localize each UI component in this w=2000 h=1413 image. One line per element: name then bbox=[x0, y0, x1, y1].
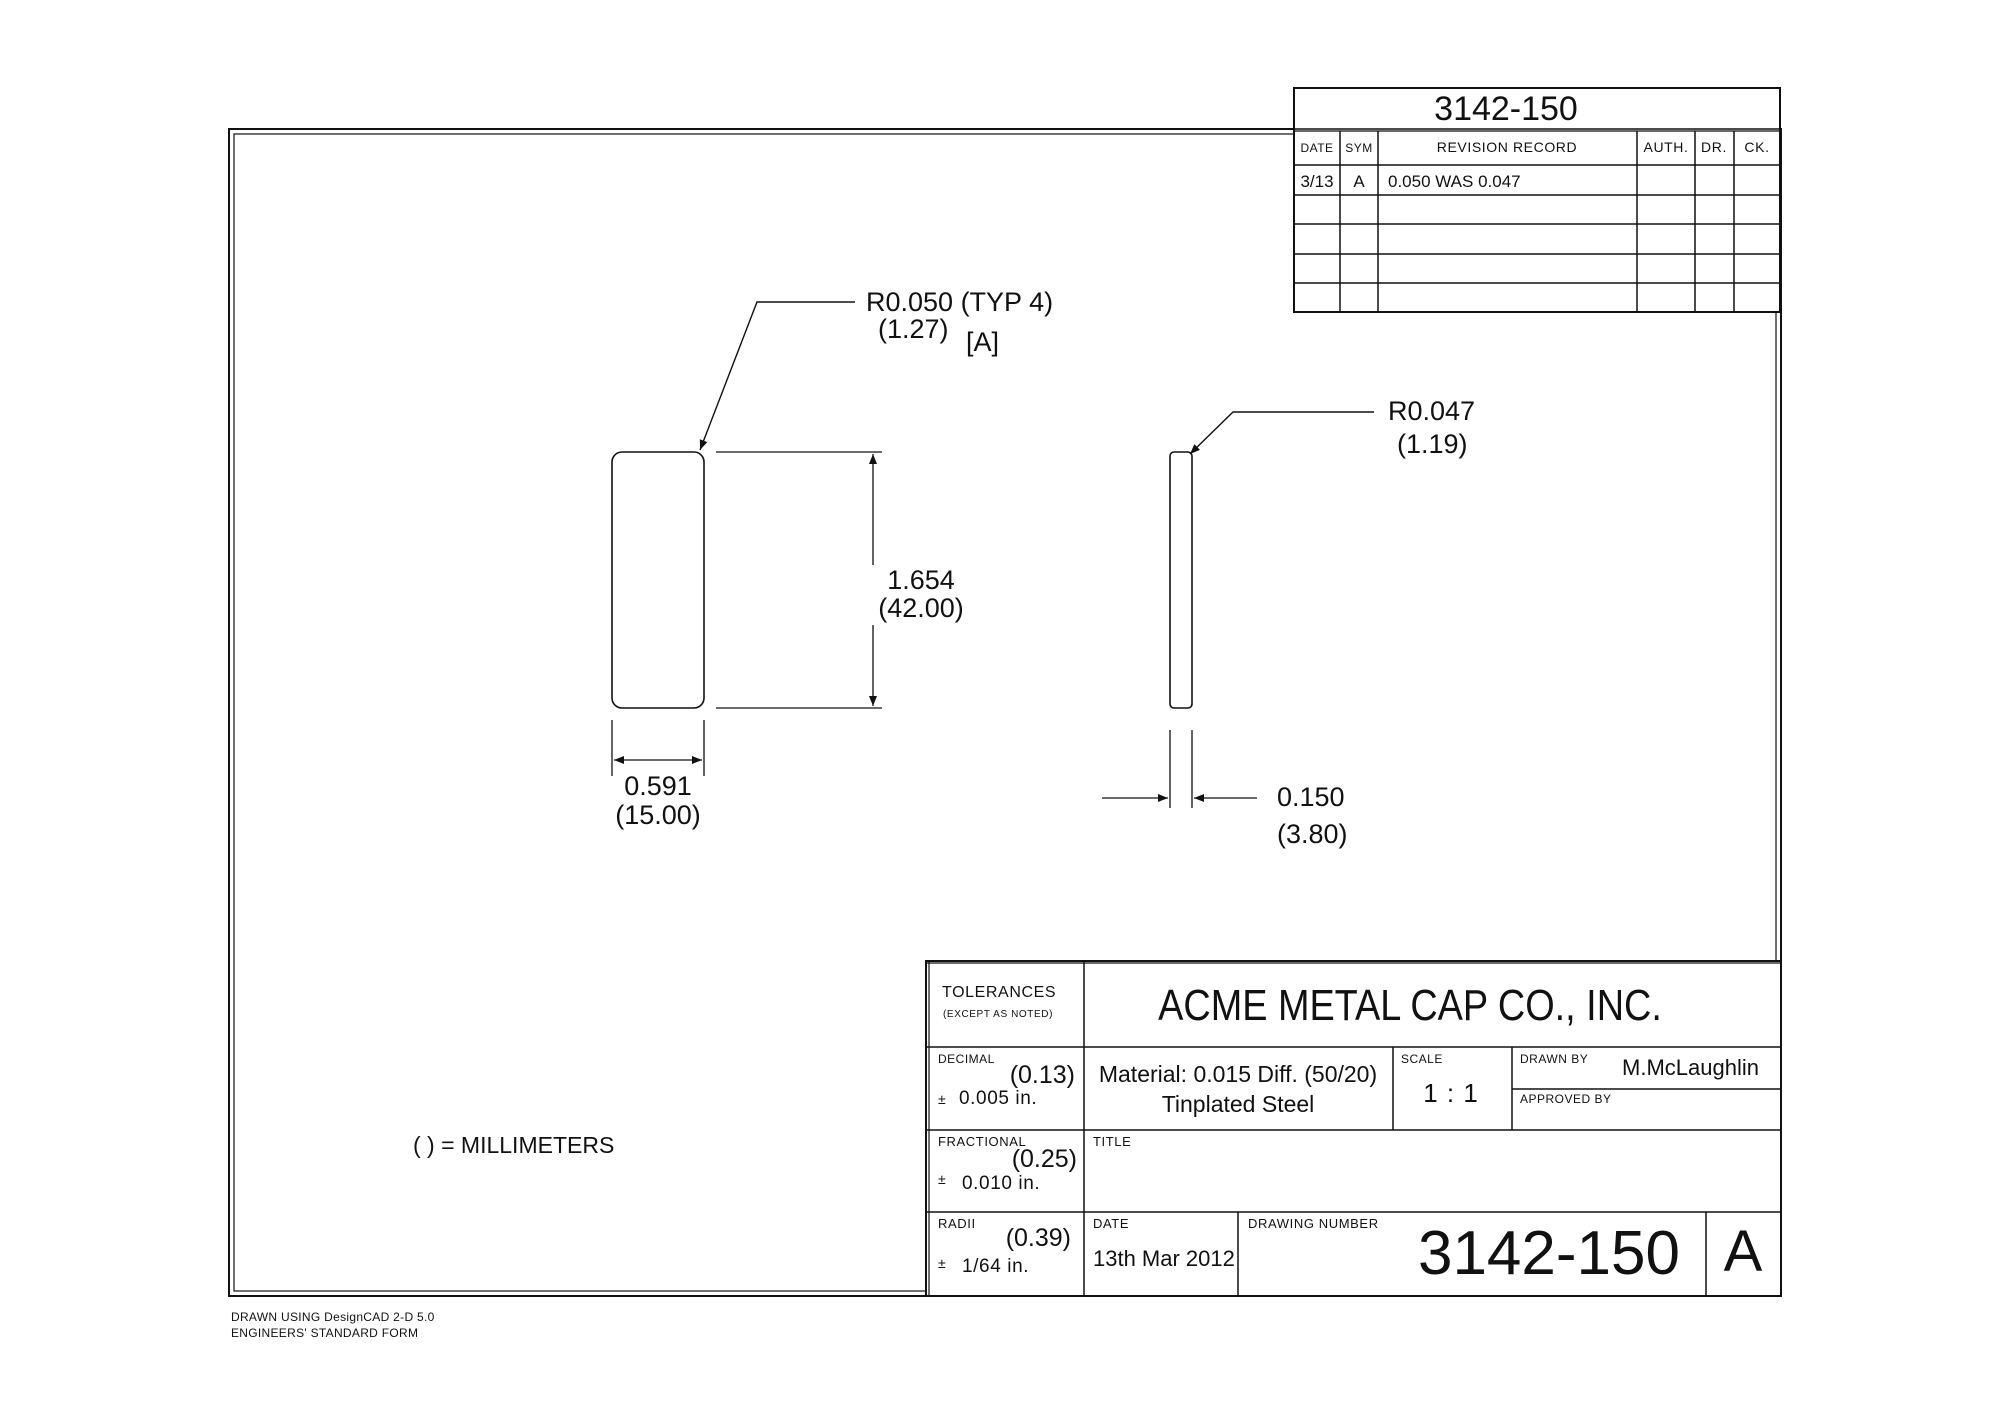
height-dim-inch: 1.654 bbox=[887, 565, 955, 595]
fractional-label: FRACTIONAL bbox=[938, 1134, 1026, 1149]
side-view-outline bbox=[1169, 451, 1193, 709]
approved-by-label: APPROVED BY bbox=[1520, 1092, 1612, 1106]
rev-header-dr: DR. bbox=[1701, 139, 1727, 155]
title-label: TITLE bbox=[1093, 1134, 1131, 1149]
side-radius-inch: R0.047 bbox=[1388, 396, 1475, 426]
front-view-outline bbox=[611, 451, 705, 709]
title-block: TOLERANCES (EXCEPT AS NOTED) ACME METAL … bbox=[925, 960, 1782, 1297]
front-view: R0.050 (TYP 4) (1.27) [A] 1.654 (42.00) … bbox=[611, 287, 1053, 830]
drawn-by-label: DRAWN BY bbox=[1520, 1052, 1588, 1066]
drawn-by-name: M.McLaughlin bbox=[1622, 1055, 1759, 1080]
radii-label: RADII bbox=[938, 1216, 976, 1231]
front-radius-inch: R0.050 (TYP 4) bbox=[866, 287, 1053, 317]
front-radius-mm: (1.27) bbox=[878, 314, 949, 344]
decimal-mm: (0.13) bbox=[1010, 1061, 1075, 1089]
material-line-1: Material: 0.015 Diff. (50/20) bbox=[1099, 1061, 1377, 1087]
rev-header-sym: SYM bbox=[1345, 141, 1373, 155]
rev-header-auth: AUTH. bbox=[1644, 139, 1689, 155]
date-value: 13th Mar 2012 bbox=[1093, 1246, 1235, 1271]
footer-line-2: ENGINEERS' STANDARD FORM bbox=[231, 1326, 418, 1340]
scale-value: 1 : 1 bbox=[1423, 1078, 1479, 1108]
rev-row-date: 3/13 bbox=[1300, 172, 1333, 191]
date-label: DATE bbox=[1093, 1216, 1129, 1231]
fractional-plus-minus: ± bbox=[938, 1171, 946, 1187]
rev-row-sym: A bbox=[1353, 172, 1365, 191]
radii-plus-minus: ± bbox=[938, 1255, 946, 1271]
drawing-number-label: DRAWING NUMBER bbox=[1248, 1216, 1379, 1231]
units-note: ( ) = MILLIMETERS bbox=[413, 1132, 614, 1158]
tolerances-label: TOLERANCES bbox=[942, 984, 1056, 1001]
rev-row-record: 0.050 WAS 0.047 bbox=[1388, 172, 1521, 191]
rev-header-ck: CK. bbox=[1744, 139, 1769, 155]
footer-line-1: DRAWN USING DesignCAD 2-D 5.0 bbox=[231, 1310, 435, 1324]
revision-block: 3142-150 DATE SYM REVISION RECORD AUTH. … bbox=[1293, 87, 1781, 313]
side-view: R0.047 (1.19) 0.150 (3.80) bbox=[1102, 396, 1475, 849]
width-dim-inch: 0.591 bbox=[624, 771, 692, 801]
rev-header-date: DATE bbox=[1300, 141, 1333, 155]
rev-header-record: REVISION RECORD bbox=[1437, 139, 1577, 155]
width-dim-mm: (15.00) bbox=[615, 800, 701, 830]
thickness-dim-inch: 0.150 bbox=[1277, 782, 1345, 812]
radii-mm: (0.39) bbox=[1006, 1224, 1071, 1252]
height-dim-mm: (42.00) bbox=[878, 593, 964, 623]
decimal-inch: 0.005 in. bbox=[959, 1088, 1037, 1109]
thickness-dim-mm: (3.80) bbox=[1277, 819, 1348, 849]
decimal-label: DECIMAL bbox=[938, 1052, 995, 1066]
fractional-inch: 0.010 in. bbox=[962, 1173, 1040, 1194]
front-radius-leader bbox=[699, 301, 855, 451]
front-radius-revision: [A] bbox=[966, 327, 999, 357]
except-as-noted: (EXCEPT AS NOTED) bbox=[943, 1009, 1053, 1020]
company-name: ACME METAL CAP CO., INC. bbox=[1158, 980, 1662, 1029]
revision-block-drawing-number: 3142-150 bbox=[1434, 90, 1578, 128]
revision-letter: A bbox=[1724, 1219, 1763, 1284]
fractional-mm: (0.25) bbox=[1012, 1145, 1077, 1173]
scale-label: SCALE bbox=[1401, 1052, 1443, 1066]
material-line-2: Tinplated Steel bbox=[1162, 1091, 1315, 1117]
drawing-number: 3142-150 bbox=[1418, 1219, 1680, 1288]
radii-inch: 1/64 in. bbox=[962, 1256, 1029, 1277]
decimal-plus-minus: ± bbox=[938, 1091, 946, 1107]
side-radius-leader bbox=[1189, 411, 1374, 455]
side-radius-mm: (1.19) bbox=[1397, 429, 1468, 459]
